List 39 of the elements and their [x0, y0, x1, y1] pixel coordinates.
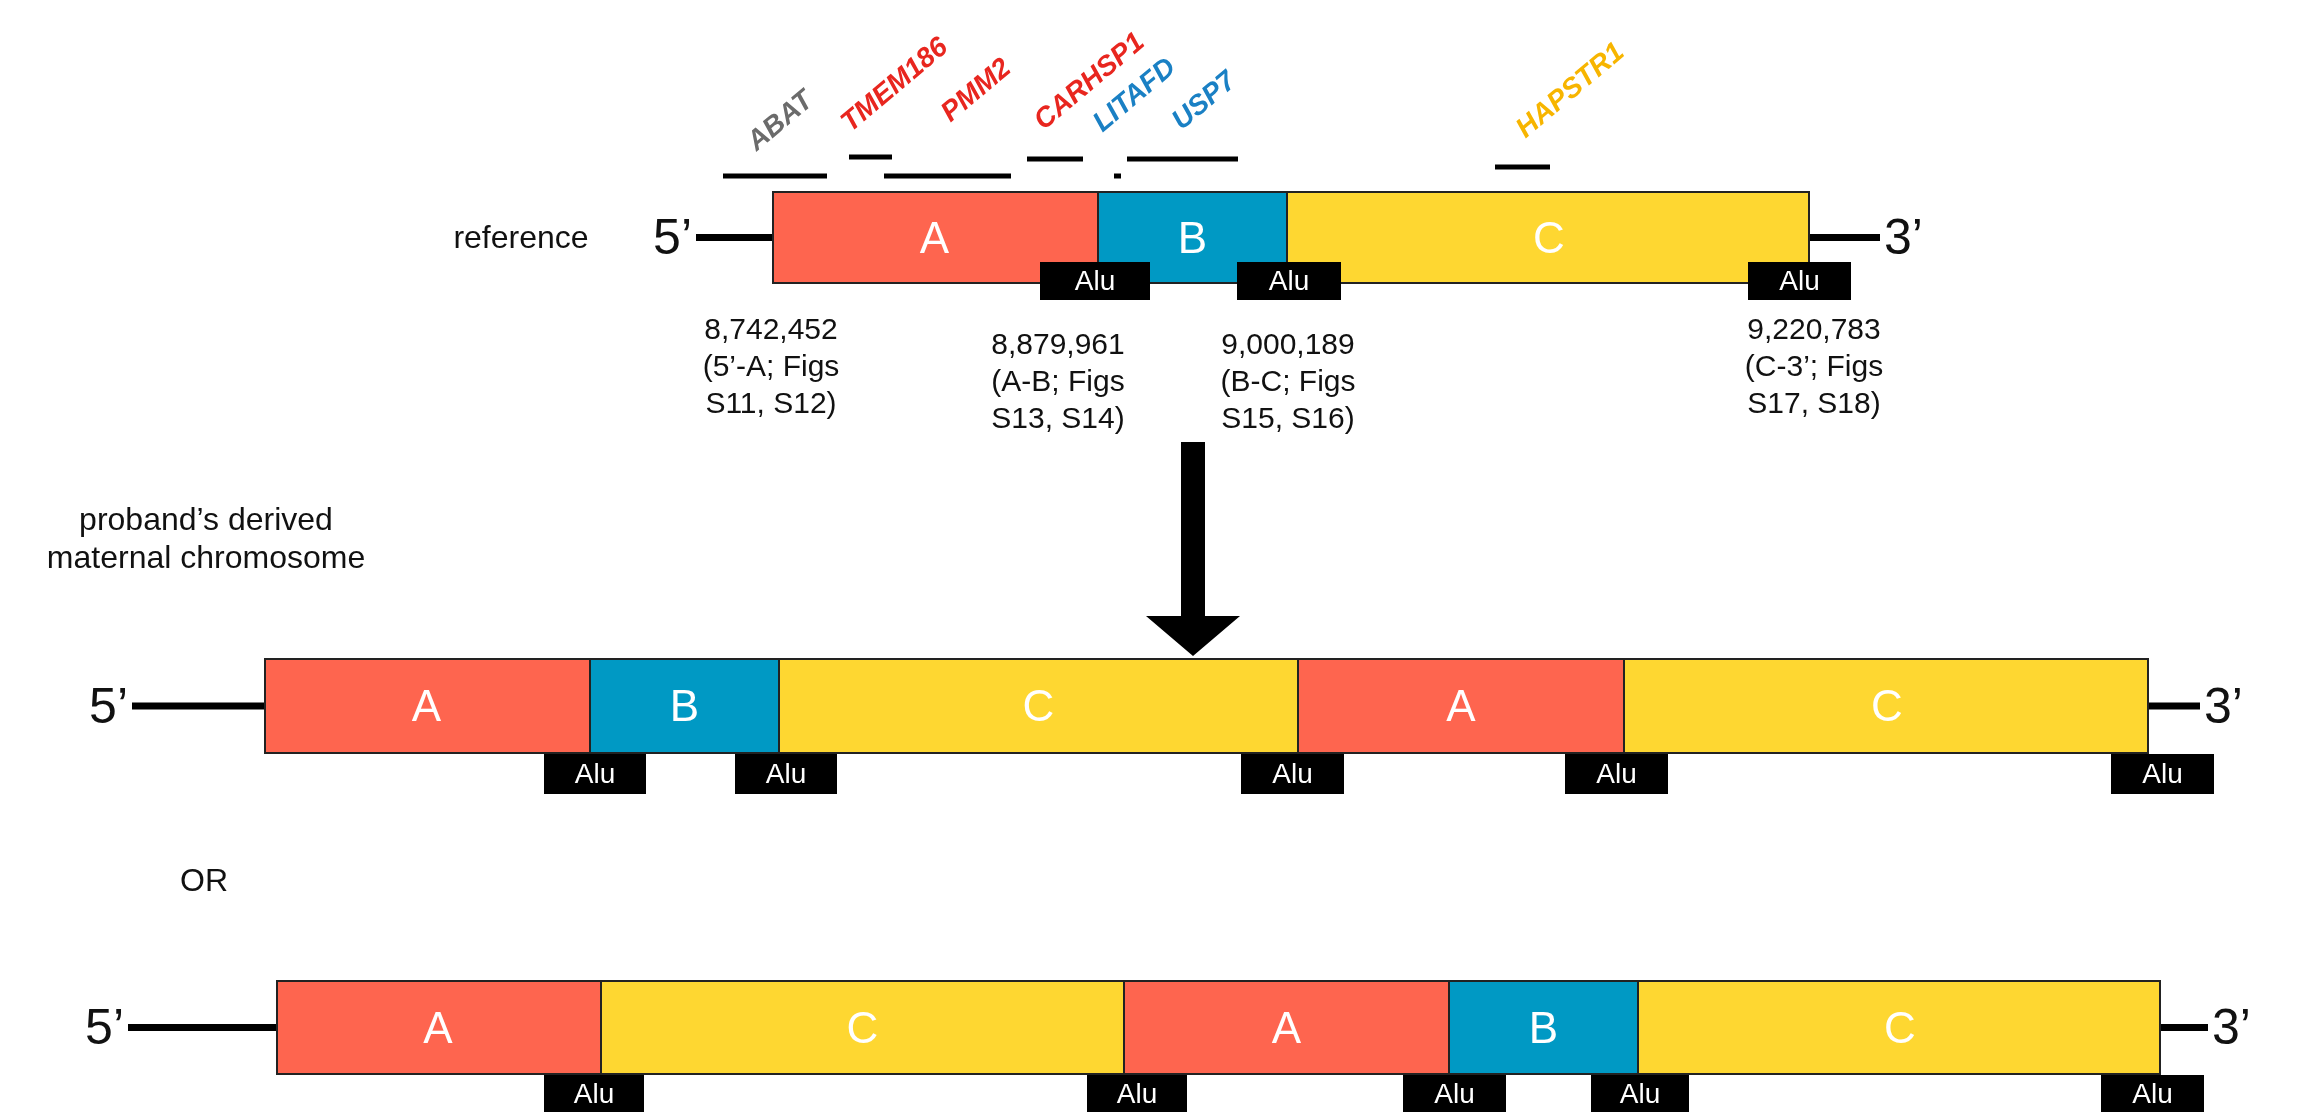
alu-element-box: Alu	[1565, 754, 1668, 794]
segment-block: A	[1125, 982, 1450, 1073]
breakpoint-label: 8,879,961 (A-B; Figs S13, S14)	[990, 326, 1126, 436]
alu-element-box: Alu	[544, 754, 646, 794]
breakpoint-label: 9,220,783 (C-3’; Figs S17, S18)	[1743, 311, 1885, 421]
or-label: OR	[180, 862, 228, 899]
alu-element-box: Alu	[1087, 1075, 1187, 1112]
segment-block: C	[602, 982, 1125, 1073]
alu-element-box: Alu	[544, 1075, 644, 1112]
chromosome-bar	[276, 980, 2161, 1075]
breakpoint-label: 9,000,189 (B-C; Figs S15, S16)	[1219, 326, 1357, 436]
segment-block: C	[780, 660, 1299, 752]
strand-end-label: 3’	[2204, 679, 2243, 733]
segment-block: A	[266, 660, 591, 752]
row-label: reference	[452, 218, 590, 256]
strand-end-label: 3’	[1884, 210, 1923, 264]
strand-end-label: 5’	[89, 679, 128, 733]
segment-block: C	[1639, 982, 2159, 1073]
alu-element-box: Alu	[2111, 754, 2214, 794]
block-arrow	[1146, 442, 1240, 656]
segment-block: A	[278, 982, 602, 1073]
strand-end-label: 5’	[653, 210, 692, 264]
alu-element-box: Alu	[1591, 1075, 1689, 1112]
breakpoint-label: 8,742,452 (5’-A; Figs S11, S12)	[701, 311, 841, 421]
alu-element-box: Alu	[2101, 1075, 2204, 1112]
segment-block: B	[1450, 982, 1639, 1073]
strand-end-label: 3’	[2212, 1000, 2251, 1054]
chromosome-bar	[264, 658, 2149, 754]
alu-element-box: Alu	[1403, 1075, 1506, 1112]
segment-block: B	[591, 660, 780, 752]
row-label: proband’s derived maternal chromosome	[45, 500, 367, 576]
strand-end-label: 5’	[85, 1000, 124, 1054]
segment-block: A	[1299, 660, 1625, 752]
alu-element-box: Alu	[735, 754, 837, 794]
alu-element-box: Alu	[1040, 262, 1150, 300]
alu-element-box: Alu	[1237, 262, 1341, 300]
alu-element-box: Alu	[1748, 262, 1851, 300]
alu-element-box: Alu	[1241, 754, 1344, 794]
segment-block: C	[1625, 660, 2147, 752]
